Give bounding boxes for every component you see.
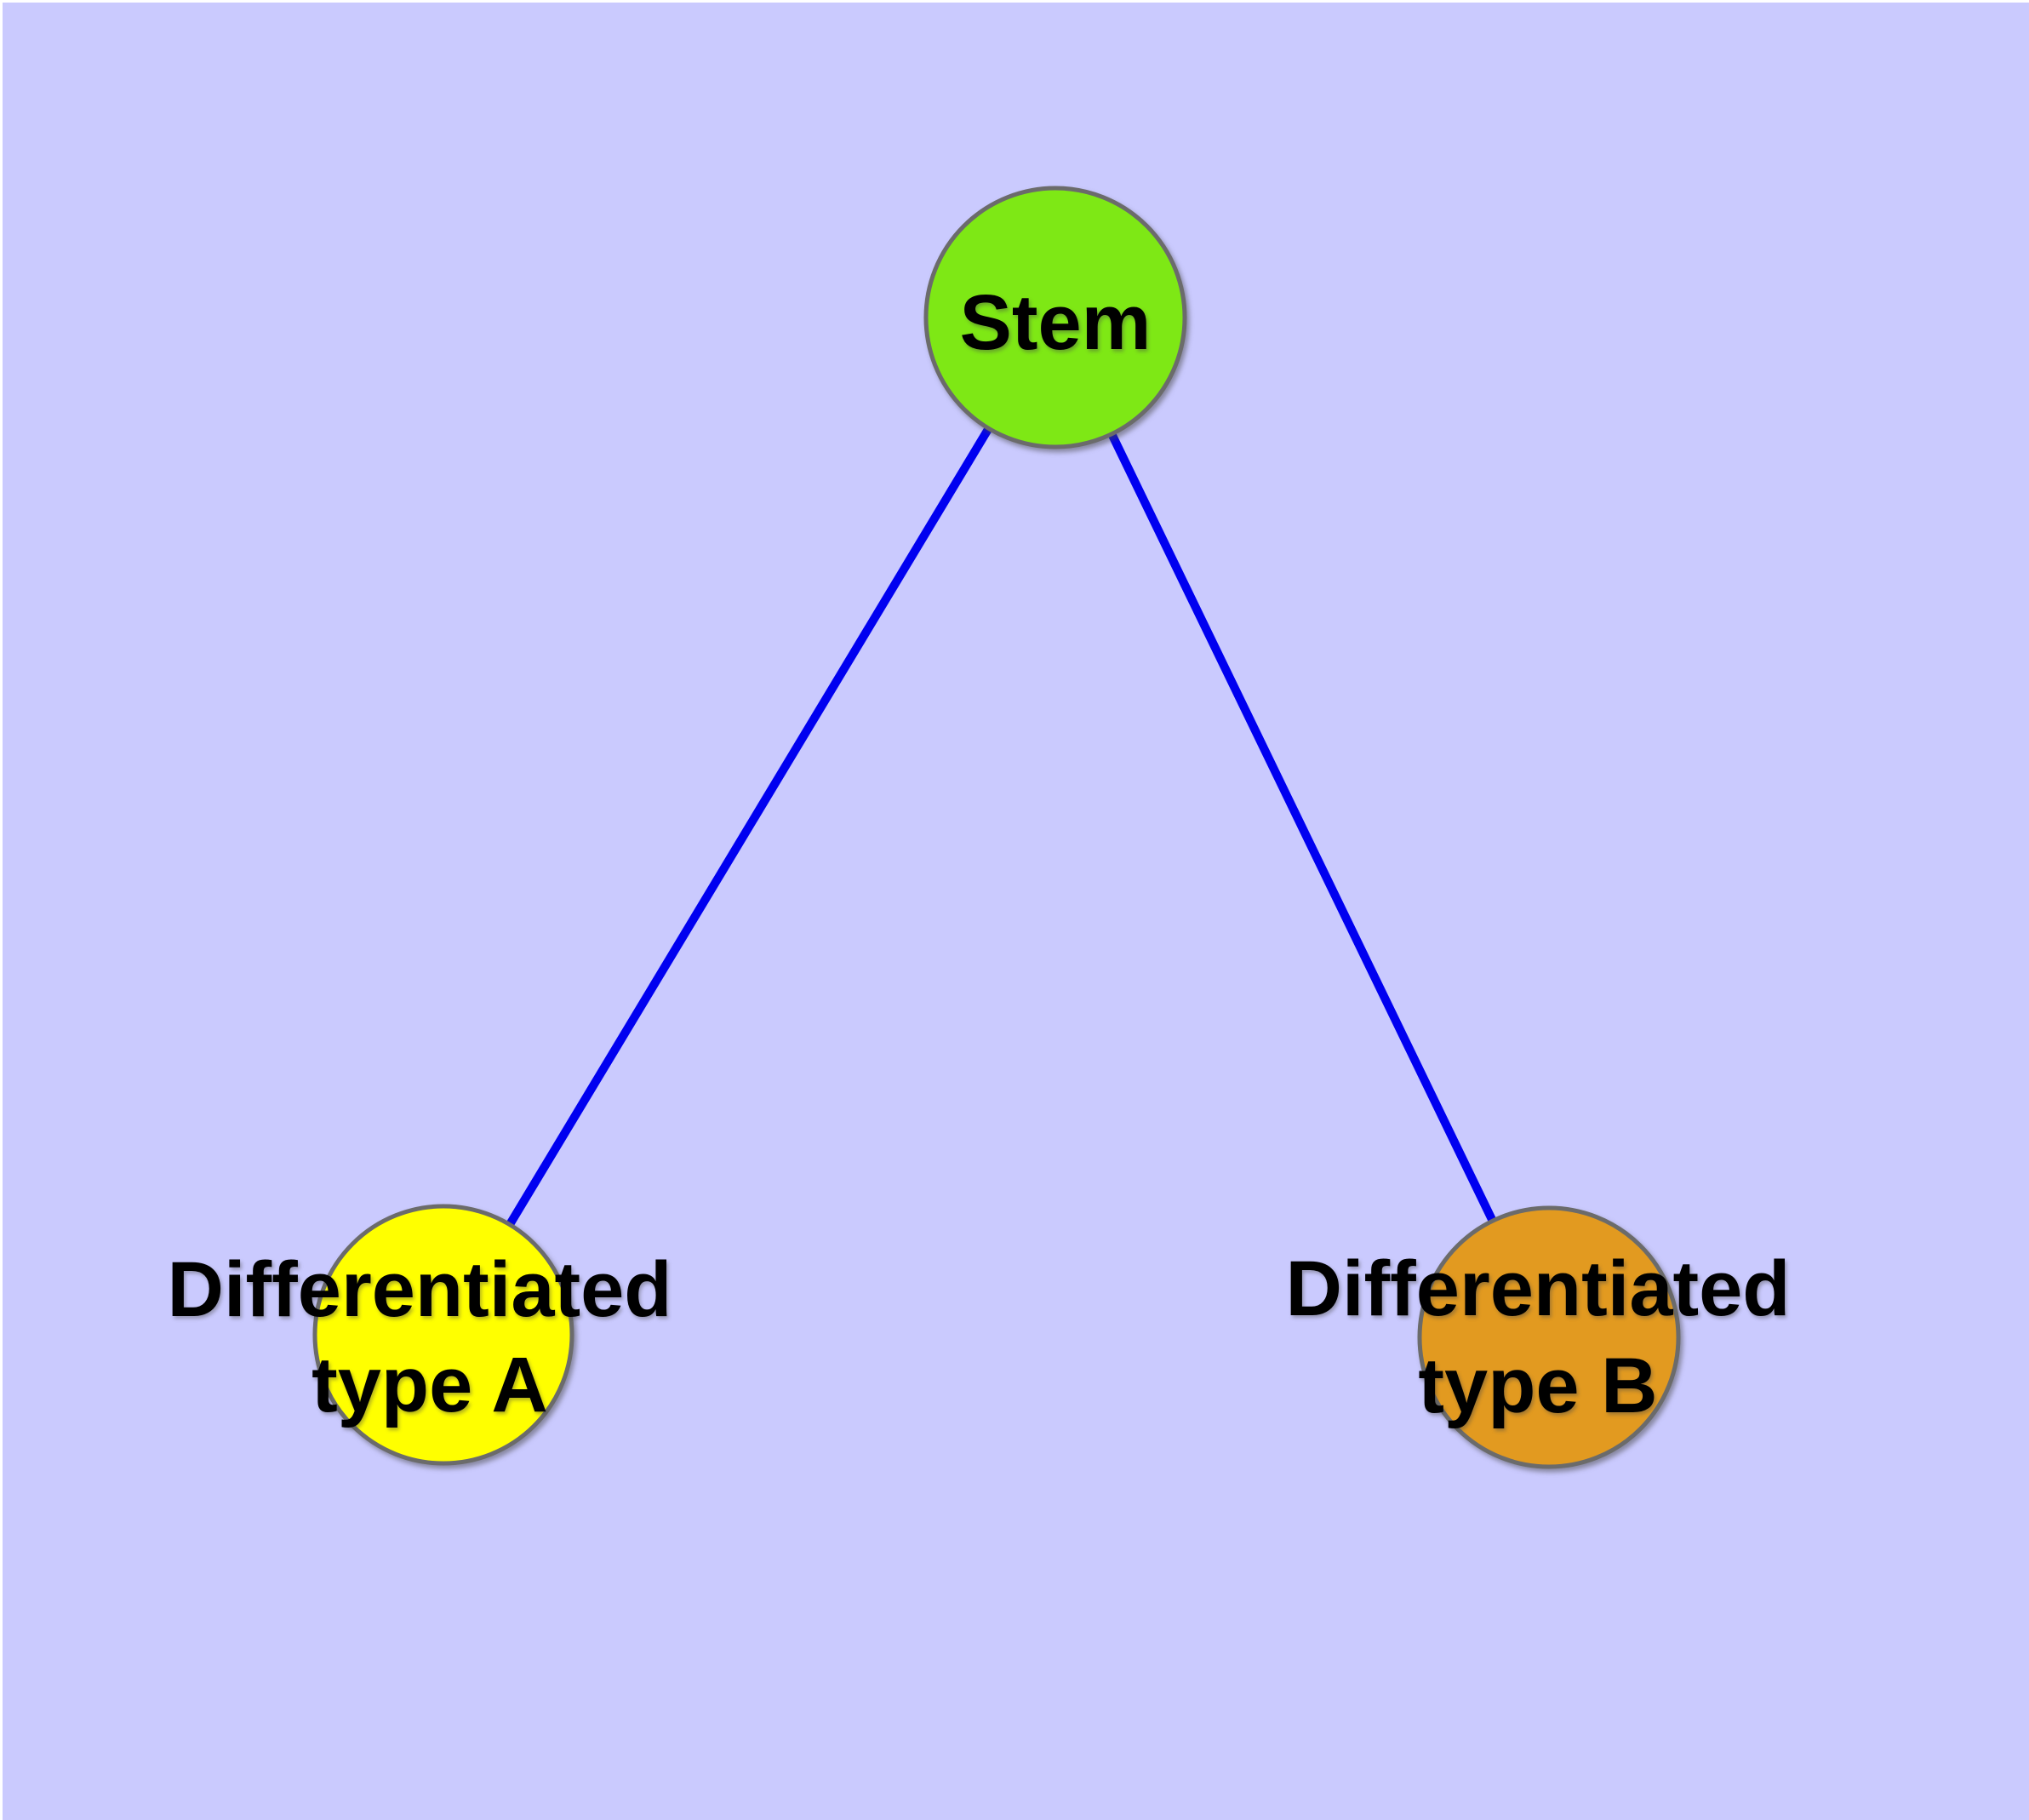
label-layer: Stem Differentiated type A Differentiate… (168, 279, 1791, 1429)
node-type-a-label-line2: type A (311, 1342, 548, 1428)
node-stem (923, 186, 1187, 449)
edge-layer (439, 315, 1553, 1340)
edge-stem-to-type-b (1051, 315, 1553, 1340)
node-type-b-label-line1: Differentiated (1286, 1245, 1791, 1332)
node-layer (312, 186, 1681, 1469)
node-type-a (312, 1204, 574, 1466)
node-type-a-label-line1: Differentiated (168, 1246, 672, 1333)
edge-stem-to-type-a (439, 315, 1060, 1337)
node-type-b-label-line2: type B (1418, 1342, 1657, 1429)
node-stem-label: Stem (960, 279, 1152, 366)
node-type-b (1417, 1205, 1681, 1469)
stem-cell-differentiation-diagram: Stem Differentiated type A Differentiate… (3, 3, 2029, 1820)
